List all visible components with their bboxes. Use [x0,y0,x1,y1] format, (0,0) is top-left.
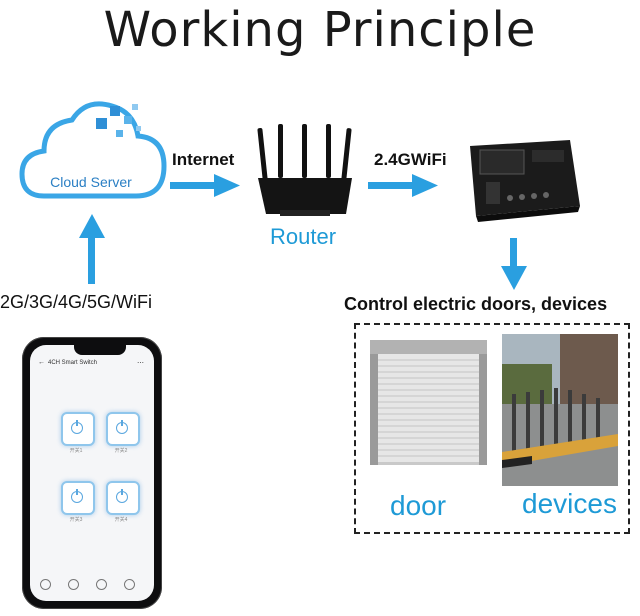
door-photo [370,340,487,465]
phone-notch [74,345,126,355]
smartphone: ← 4CH Smart Switch ⋯ 开关1 开关2 开关3 开关4 [22,337,162,609]
power-icon [71,489,83,503]
arrow-right-icon [170,174,240,197]
devices-label: devices [522,488,617,519]
app-title: 4CH Smart Switch [48,360,98,366]
devices-photo [502,334,618,486]
power-icon [116,489,128,503]
arrow-right-icon [368,174,438,197]
devices-frame [354,323,630,534]
network-label: 2G/3G/4G/5G/WiFi [0,292,153,312]
router-label: Router [270,224,337,249]
app-tab-bar [30,577,154,595]
back-arrow-icon[interactable]: ← [38,359,45,366]
internet-label: Internet [172,150,235,169]
power-icon [71,420,83,434]
phone-screen: ← 4CH Smart Switch ⋯ 开关1 开关2 开关3 开关4 [30,345,154,601]
countdown-icon[interactable] [68,579,79,590]
schedule-icon[interactable] [96,579,107,590]
switch-label-3: 开关3 [69,517,83,523]
settings-icon[interactable] [124,579,135,590]
cloud-server-label: Cloud Server [50,174,132,190]
switch-button-4[interactable] [106,481,140,515]
controller-box-icon [470,140,580,222]
more-icon[interactable]: ⋯ [137,360,144,367]
switch-label-1: 开关1 [69,448,83,454]
switch-label-2: 开关2 [114,448,128,454]
arrow-down-icon [501,238,527,290]
power-icon [116,420,128,434]
switch-label-4: 开关4 [114,517,128,523]
arrow-up-icon [79,214,105,284]
switch-button-1[interactable] [61,412,95,446]
switch-button-2[interactable] [106,412,140,446]
timer-icon[interactable] [40,579,51,590]
switch-button-3[interactable] [61,481,95,515]
control-label: Control electric doors, devices [344,294,608,314]
wifi-label: 2.4GWiFi [374,150,447,169]
door-label: door [390,490,447,521]
app-header: ← 4CH Smart Switch ⋯ [30,357,154,371]
router-icon [257,124,352,216]
cloud-icon [19,101,167,199]
page-title: Working Principle [103,2,537,58]
